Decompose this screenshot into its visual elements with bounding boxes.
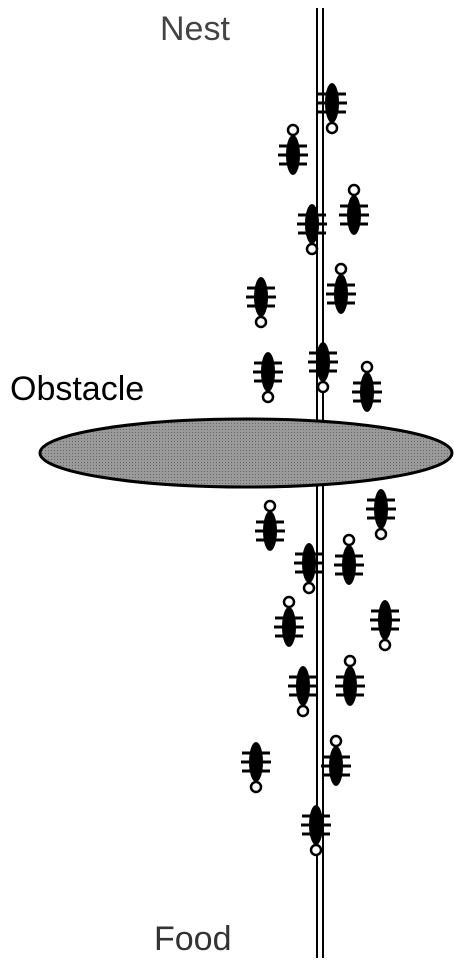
ant-icon: [370, 600, 400, 650]
ant-icon: [246, 277, 276, 327]
ant-icon: [255, 501, 285, 551]
ant-icon: [339, 185, 369, 235]
ant-icon: [294, 543, 324, 593]
ant-icon: [253, 352, 283, 402]
ant-icon: [321, 736, 351, 786]
ant-icon: [288, 666, 318, 716]
ant-icon: [352, 362, 382, 412]
obstacle-ellipse: [40, 419, 452, 487]
ant-icon: [366, 489, 396, 539]
ant-icon: [317, 83, 347, 133]
ant-icon: [335, 656, 365, 706]
ant-icon: [334, 535, 364, 585]
ant-icon: [301, 805, 331, 855]
ant-icon: [278, 125, 308, 175]
ant-icon: [241, 742, 271, 792]
ant-icon: [274, 597, 304, 647]
ant-icon: [308, 342, 338, 392]
ant-icon: [326, 264, 356, 314]
